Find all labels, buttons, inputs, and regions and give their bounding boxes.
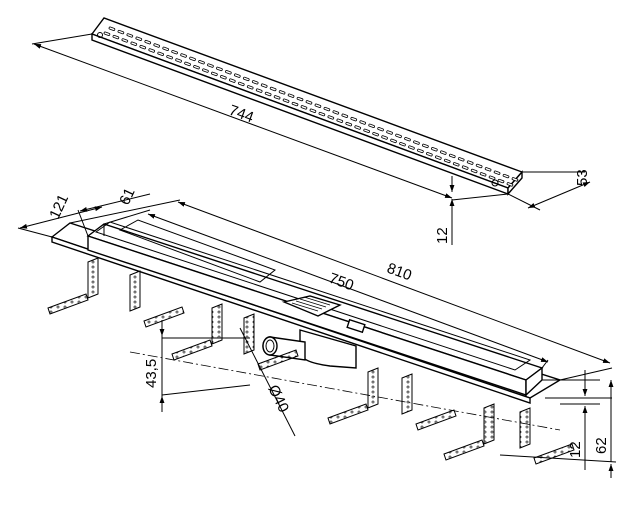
height-dimensions: 12 62 xyxy=(499,370,617,478)
drain-channel xyxy=(50,219,562,431)
outlet-diameter-dimension: Ø40 xyxy=(239,327,296,437)
flange-height-label: 12 xyxy=(567,441,584,458)
grate-slot xyxy=(452,162,460,167)
mounting-foot xyxy=(519,407,575,465)
grate-slot xyxy=(493,170,501,175)
grate-slot xyxy=(479,172,487,177)
grate-slot xyxy=(502,173,510,179)
outlet-height-label: 43,5 xyxy=(143,359,160,388)
grate-slot xyxy=(121,38,129,43)
channel-length-label: 750 xyxy=(327,270,356,295)
grate-slot xyxy=(506,182,514,187)
outlet-diameter-label: Ø40 xyxy=(264,382,292,415)
grate-length-dimension: 744 xyxy=(31,33,509,201)
grate-slot xyxy=(457,157,465,162)
grate-slot xyxy=(461,165,469,170)
grate-slot xyxy=(475,163,483,169)
grate-slot xyxy=(126,33,134,38)
channel-width-dimension: 61 xyxy=(77,185,151,237)
grate-slot xyxy=(144,39,152,45)
grate-slot xyxy=(497,178,505,184)
grate-slot xyxy=(135,36,143,41)
grate-height-label: 12 xyxy=(434,227,451,244)
grate-slot xyxy=(488,175,496,180)
mounting-foot xyxy=(327,367,379,425)
grate-length-label: 744 xyxy=(227,102,256,127)
grate-slot xyxy=(112,34,120,40)
grate-slot xyxy=(103,31,111,36)
grate-slot xyxy=(484,167,492,172)
total-height-label: 62 xyxy=(593,437,610,454)
grate-width-label: 53 xyxy=(574,169,591,186)
grate-height-dimension: 12 xyxy=(434,176,455,245)
grate-slot xyxy=(117,29,125,35)
mounting-foot xyxy=(401,373,457,431)
grate-slot xyxy=(470,168,478,174)
channel-width-label: 61 xyxy=(116,185,138,207)
mounting-foot xyxy=(47,257,99,315)
grate-slot xyxy=(511,177,519,182)
mounting-foot xyxy=(443,403,495,461)
grate-slot xyxy=(466,160,474,165)
total-width-label: 121 xyxy=(46,192,72,222)
outlet-height-dimension: 43,5 xyxy=(143,320,251,412)
grate-slot xyxy=(108,26,116,31)
grate xyxy=(90,17,524,196)
